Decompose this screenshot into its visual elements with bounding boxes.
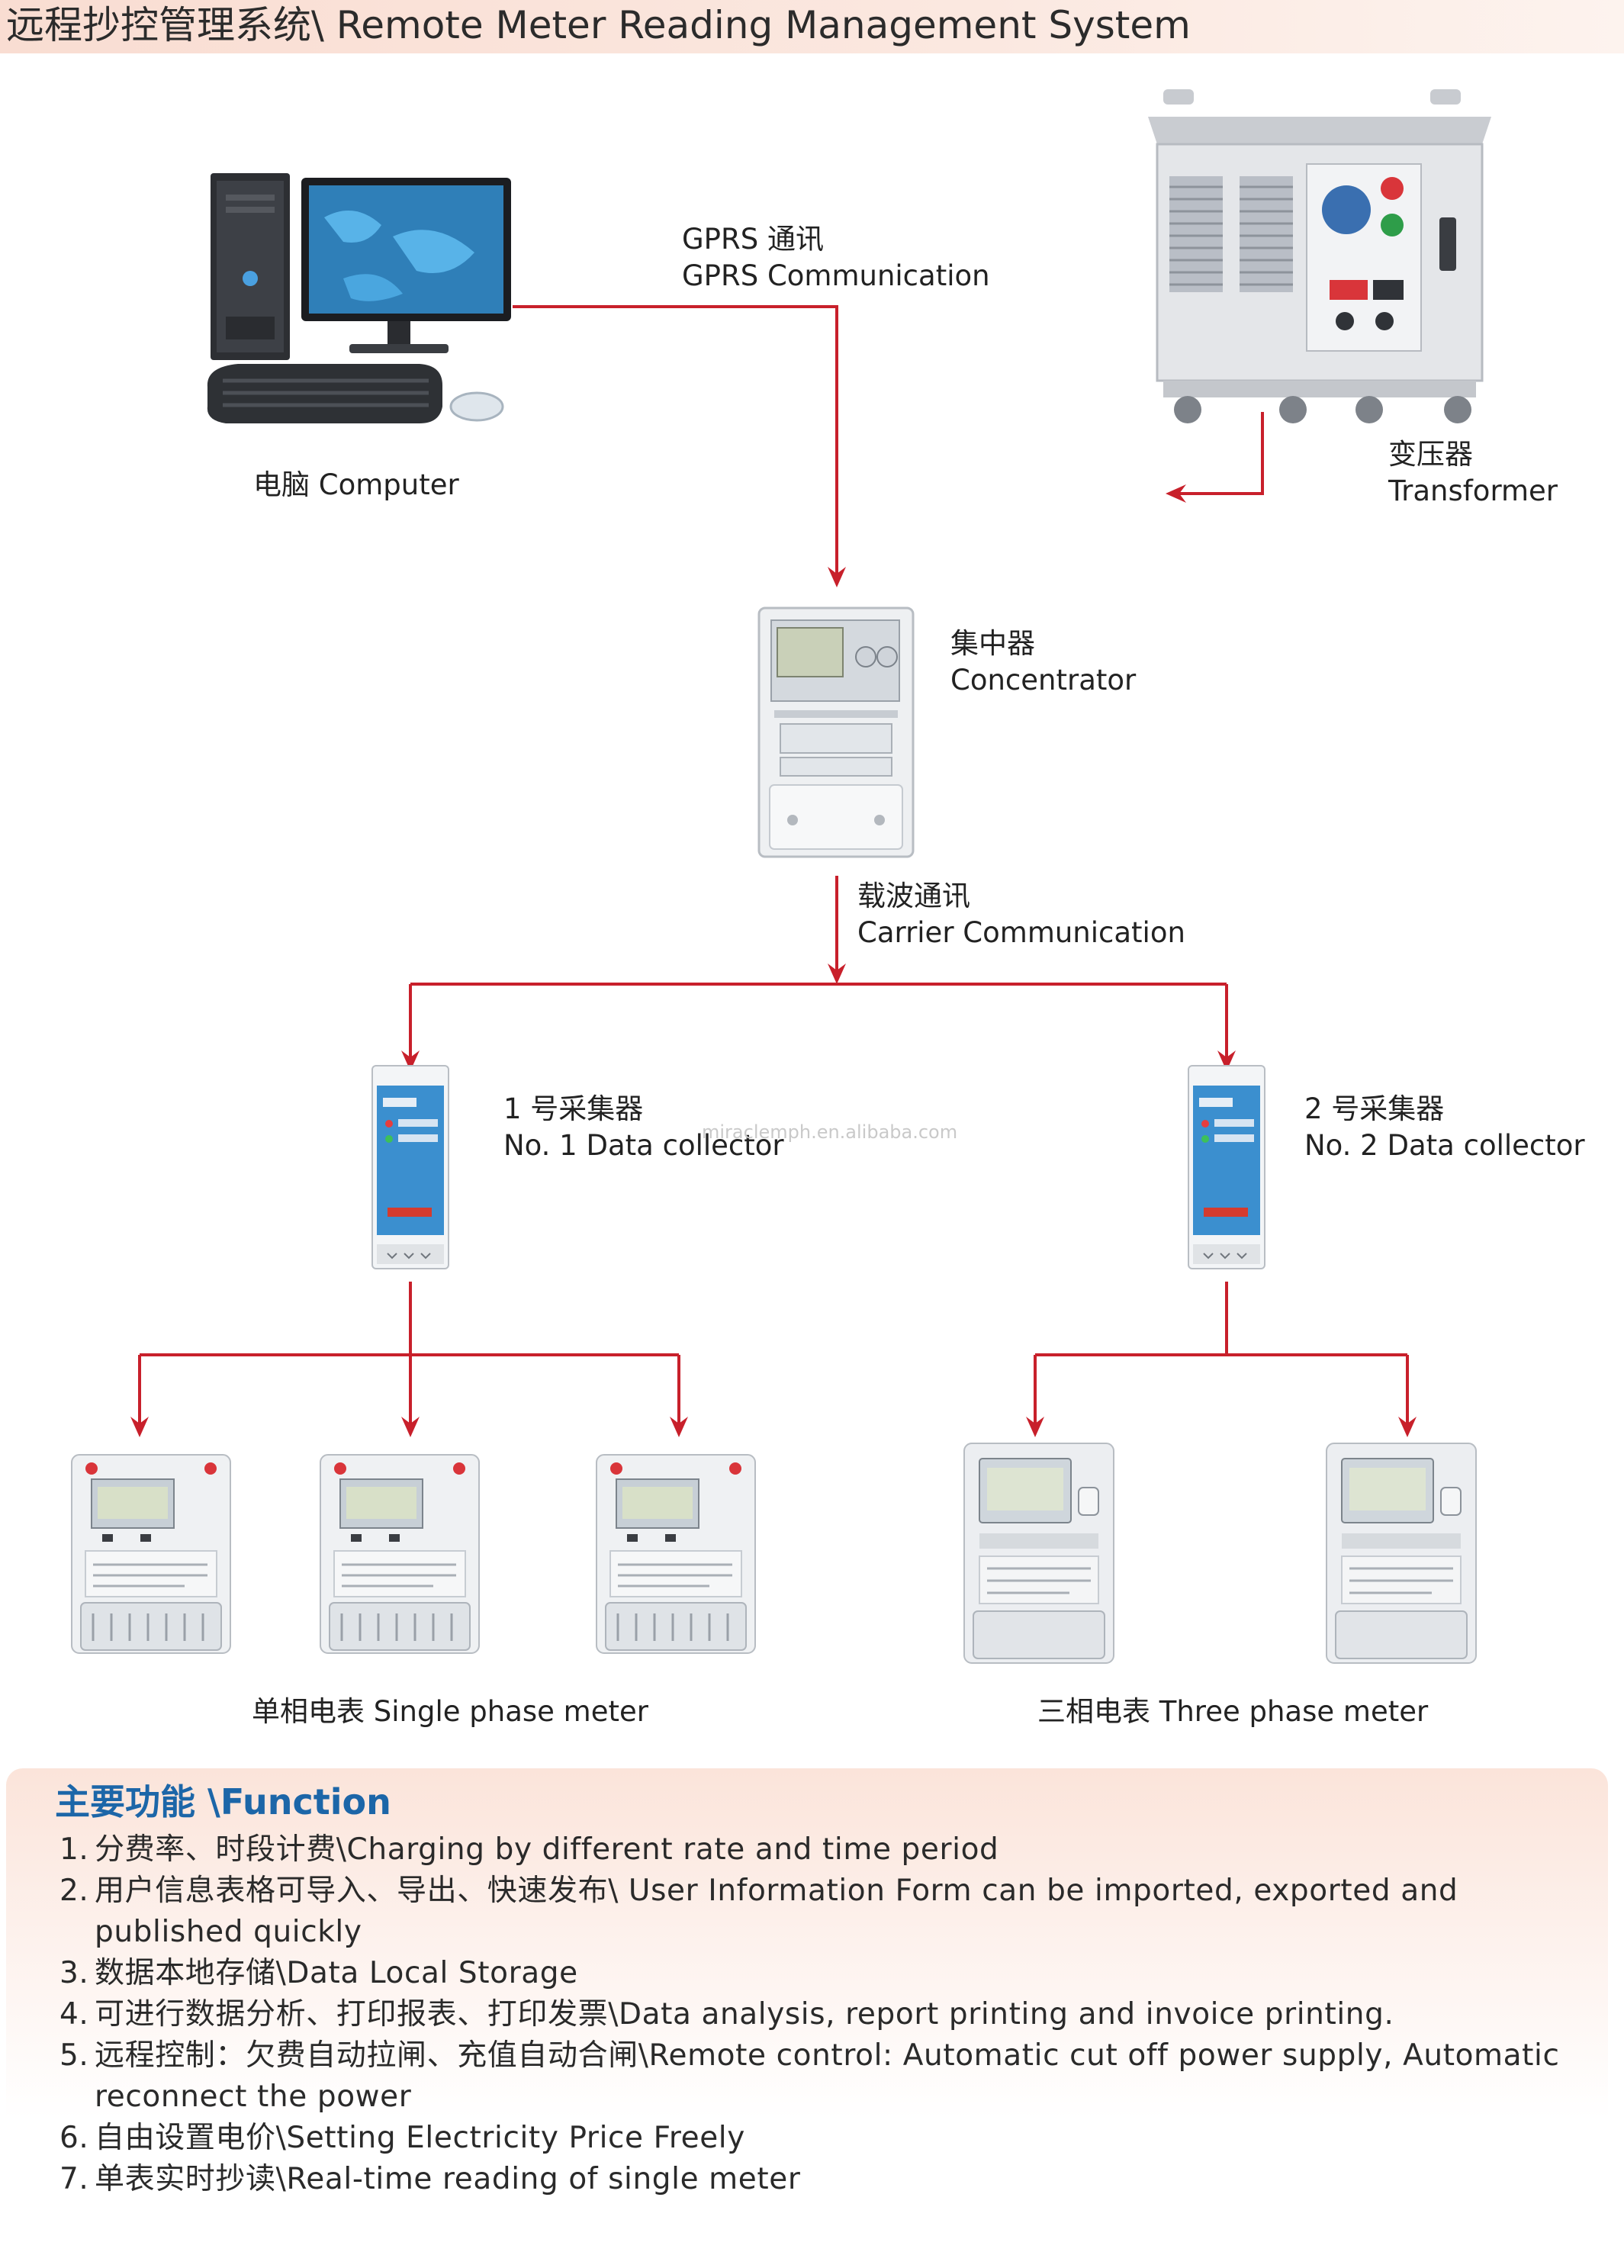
computer-label: 电脑 Computer	[253, 468, 459, 501]
function-item: 7.单表实时抄读\Real-time reading of single met…	[59, 2159, 1593, 2200]
collector2-label-cn: 2 号采集器	[1304, 1092, 1445, 1125]
function-item-text: 自由设置电价\Setting Electricity Price Freely	[95, 2121, 745, 2155]
function-item-number: 7.	[59, 2162, 89, 2196]
function-title: 主要功能 \Function	[55, 1781, 391, 1822]
transformer-label-cn: 变压器	[1388, 438, 1473, 471]
page-title: 远程抄控管理系统\ Remote Meter Reading Managemen…	[6, 3, 1191, 47]
carrier-label-cn: 载波通讯	[857, 880, 970, 912]
function-item: 2.用户信息表格可导入、导出、快速发布\ User Information Fo…	[59, 1871, 1593, 1953]
function-item: 4.可进行数据分析、打印报表、打印发票\Data analysis, repor…	[59, 1994, 1593, 2035]
function-item-number: 2.	[59, 1874, 89, 1908]
carrier-label-en: Carrier Communication	[857, 916, 1185, 949]
single-phase-meter-1-icon	[71, 1454, 231, 1654]
function-item: 1.分费率、时段计费\Charging by different rate an…	[59, 1829, 1593, 1871]
gprs-label-en: GPRS Communication	[682, 259, 990, 292]
concentrator-icon	[757, 606, 915, 858]
function-item-number: 1.	[59, 1832, 89, 1867]
function-item-number: 3.	[59, 1956, 89, 1990]
watermark: miraclemph.en.alibaba.com	[702, 1121, 958, 1143]
concentrator-label-cn: 集中器	[950, 627, 1035, 660]
function-item-text: 分费率、时段计费\Charging by different rate and …	[95, 1832, 999, 1867]
connection-diagram	[130, 305, 1417, 1437]
data-collector-1-icon	[371, 1065, 449, 1269]
function-item: 5.远程控制：欠费自动拉闸、充值自动合闸\Remote control: Aut…	[59, 2035, 1593, 2118]
gprs-label: GPRS 通讯 GPRS Communication	[682, 221, 990, 294]
collector2-label-en: No. 2 Data collector	[1304, 1129, 1585, 1162]
computer-icon	[207, 173, 511, 423]
function-item: 6.自由设置电价\Setting Electricity Price Freel…	[59, 2118, 1593, 2159]
three-phase-label: 三相电表 Three phase meter	[1037, 1695, 1429, 1728]
function-item-number: 6.	[59, 2121, 89, 2155]
function-item-text: 数据本地存储\Data Local Storage	[95, 1956, 578, 1990]
header-bar: 远程抄控管理系统\ Remote Meter Reading Managemen…	[0, 0, 1624, 53]
function-item-text: 远程控制：欠费自动拉闸、充值自动合闸\Remote control: Autom…	[95, 2038, 1560, 2114]
function-item-text: 可进行数据分析、打印报表、打印发票\Data analysis, report …	[95, 1997, 1394, 2032]
gprs-wire	[513, 305, 846, 587]
concentrator-label: 集中器 Concentrator	[950, 626, 1136, 699]
carrier-label: 载波通讯 Carrier Communication	[857, 878, 1185, 951]
function-list: 1.分费率、时段计费\Charging by different rate an…	[59, 1829, 1593, 2200]
transformer-label: 变压器 Transformer	[1388, 436, 1558, 510]
single-phase-meter-3-icon	[596, 1454, 756, 1654]
function-item-number: 4.	[59, 1997, 89, 2032]
collector1-label-en: No. 1 Data collector	[503, 1129, 784, 1162]
single-phase-label: 单相电表 Single phase meter	[252, 1695, 648, 1728]
gprs-label-cn: GPRS 通讯	[682, 223, 824, 256]
concentrator-label-en: Concentrator	[950, 664, 1137, 696]
collector2-label: 2 号采集器 No. 2 Data collector	[1304, 1091, 1585, 1164]
function-item-text: 单表实时抄读\Real-time reading of single meter	[95, 2162, 801, 2196]
data-collector-2-icon	[1188, 1065, 1265, 1269]
single-phase-meter-2-icon	[320, 1454, 480, 1654]
three-phase-meter-2-icon	[1326, 1443, 1477, 1664]
transformer-wire	[1166, 412, 1264, 503]
function-item-number: 5.	[59, 2038, 89, 2073]
collector1-label-cn: 1 号采集器	[503, 1092, 644, 1125]
function-item-text: 用户信息表格可导入、导出、快速发布\ User Information Form…	[95, 1874, 1458, 1949]
function-panel	[6, 1768, 1608, 2235]
transformer-icon	[1148, 89, 1491, 423]
function-item: 3.数据本地存储\Data Local Storage	[59, 1953, 1593, 1994]
collector1-label: 1 号采集器 No. 1 Data collector	[503, 1091, 784, 1164]
transformer-label-en: Transformer	[1388, 475, 1558, 507]
three-phase-meter-1-icon	[963, 1443, 1114, 1664]
